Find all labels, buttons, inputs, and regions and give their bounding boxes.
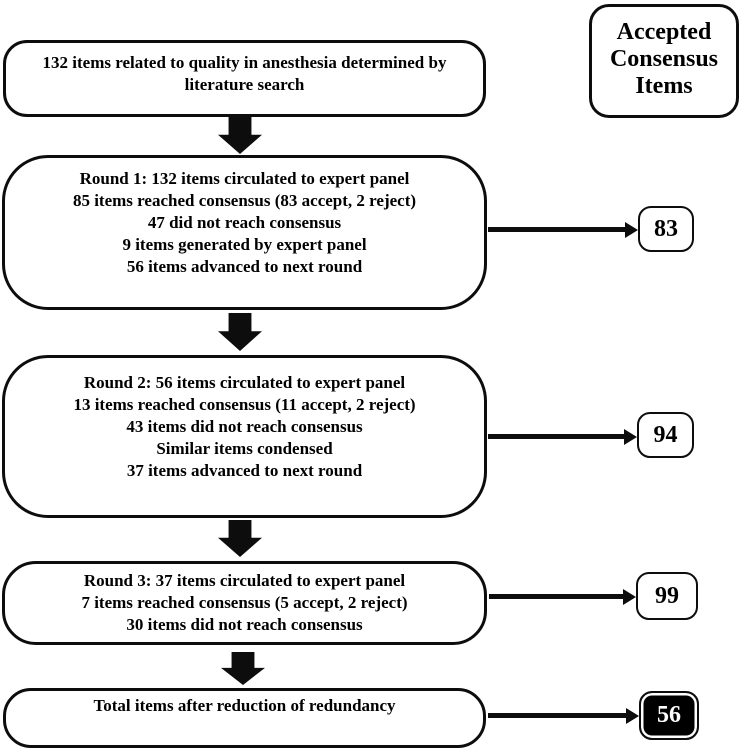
down-arrow-icon	[218, 520, 262, 557]
round2-text-line: 13 items reached consensus (11 accept, 2…	[73, 394, 416, 414]
round1-text-line: Round 1: 132 items circulated to expert …	[79, 168, 410, 188]
round3-text-line: 30 items did not reach consensus	[126, 615, 363, 634]
round1-text-line: 85 items reached consensus (83 accept, 2…	[72, 190, 417, 210]
count-value: 83	[654, 215, 678, 242]
round2-text-line: 37 items advanced to next round	[126, 460, 363, 480]
round2-text-line: Similar items condensed	[156, 438, 333, 458]
right-arrow-icon	[488, 428, 637, 445]
round2-text-line: Round 2: 56 items circulated to expert p…	[83, 372, 406, 392]
literature-text-line: 132 items related to quality in anesthes…	[42, 52, 447, 72]
count-box-round3: 99	[636, 572, 698, 620]
round2-box: Round 2: 56 items circulated to expert p…	[2, 355, 487, 518]
round3-text-line: Round 3: 37 items circulated to expert p…	[83, 571, 406, 590]
round2-text-line: 43 items did not reach consensus	[126, 416, 363, 436]
round1-text-line: 47 did not reach consensus	[147, 212, 342, 232]
right-arrow-icon	[488, 707, 639, 724]
accepted-header-box: Accepted Consensus Items	[589, 4, 739, 118]
count-value: 94	[653, 421, 678, 448]
count-box-round2: 94	[637, 412, 694, 458]
total-box: Total items after reduction of redundanc…	[3, 688, 486, 748]
total-text-line: Total items after reduction of redundanc…	[93, 696, 396, 715]
round1-text-line: 9 items generated by expert panel	[122, 234, 367, 254]
literature-text-line: literature search	[184, 74, 305, 94]
round1-box: Round 1: 132 items circulated to expert …	[2, 155, 487, 310]
round1-text-line: 56 items advanced to next round	[126, 256, 363, 276]
count-value: 56	[657, 702, 681, 728]
count-box-total: 56	[639, 691, 699, 740]
right-arrow-icon	[489, 588, 636, 605]
round3-text-line: 7 items reached consensus (5 accept, 2 r…	[81, 593, 408, 612]
down-arrow-icon	[218, 117, 262, 154]
down-arrow-icon	[221, 652, 265, 685]
literature-box: 132 items related to quality in anesthes…	[3, 40, 486, 117]
round3-box: Round 3: 37 items circulated to expert p…	[2, 561, 487, 645]
down-arrow-icon	[218, 313, 262, 351]
accepted-header-line: Consensus	[609, 45, 719, 72]
accepted-header-line: Accepted	[616, 18, 712, 45]
count-box-round1: 83	[638, 206, 694, 252]
accepted-header-line: Items	[635, 72, 693, 99]
count-value: 99	[655, 582, 679, 609]
right-arrow-icon	[488, 221, 638, 238]
